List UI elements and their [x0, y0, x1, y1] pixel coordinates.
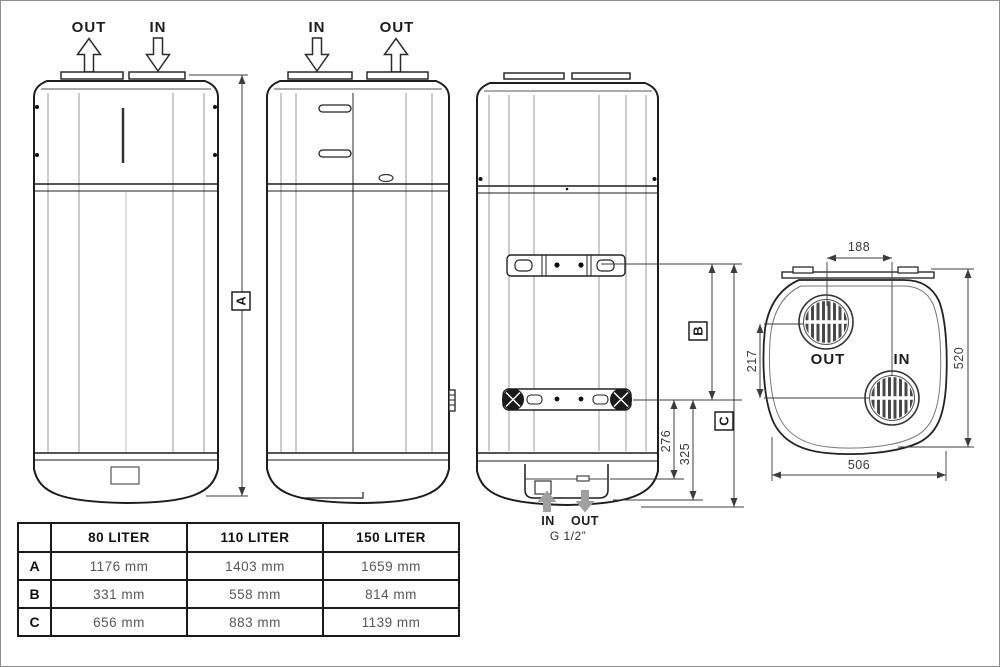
- spec-table: 80 LITER 110 LITER 150 LITER A 1176 mm 1…: [17, 522, 460, 637]
- value-b-80: 331 mm: [50, 579, 188, 609]
- handle-slot: [318, 149, 352, 158]
- bottom-pedestal: [524, 464, 609, 499]
- rear-in-label: IN: [541, 514, 555, 528]
- top-view: OUT IN 188 217 520 506: [745, 240, 974, 481]
- top-cap: [503, 72, 565, 80]
- top-view-dimensions: 188 217 520 506: [745, 240, 974, 481]
- side-out-label: OUT: [380, 19, 415, 36]
- value-c-150: 1139 mm: [322, 607, 460, 637]
- dim-325: 325: [678, 443, 692, 465]
- handle-slot: [318, 104, 352, 113]
- fastener-dots: [478, 177, 657, 191]
- mounting-plate: [781, 271, 935, 279]
- col-header-80-liter: 80 LITER: [50, 522, 188, 553]
- col-header-110-liter: 110 LITER: [186, 522, 324, 553]
- fastener-dots: [35, 105, 217, 157]
- value-c-110: 883 mm: [186, 607, 324, 637]
- top-cap: [128, 71, 186, 80]
- dimension-b-c-group: B C 276 325: [601, 263, 744, 508]
- dim-label-b: B: [691, 326, 706, 335]
- dim-276: 276: [659, 430, 673, 452]
- table-row: A 1176 mm 1403 mm 1659 mm: [17, 551, 460, 581]
- up-arrow-icon: [383, 37, 409, 73]
- top-out-label: OUT: [811, 351, 846, 368]
- up-arrow-icon: [76, 37, 102, 73]
- row-label-a: A: [17, 551, 52, 581]
- front-out-label: OUT: [72, 19, 107, 36]
- top-in-label: IN: [894, 351, 911, 368]
- thread-size-label: G 1/2”: [550, 529, 586, 543]
- panel-seams: [280, 93, 433, 452]
- side-bracket: [448, 389, 456, 412]
- top-cap: [287, 71, 353, 80]
- dim-label-a: A: [234, 296, 249, 306]
- out-grille: [798, 294, 854, 350]
- row-label-b: B: [17, 579, 52, 609]
- side-view: IN OUT: [266, 19, 456, 505]
- col-header-blank: [17, 522, 52, 553]
- dim-520: 520: [952, 347, 966, 369]
- in-grille: [864, 370, 920, 426]
- value-b-150: 814 mm: [322, 579, 460, 609]
- panel-seams: [47, 93, 205, 452]
- gray-up-arrow-icon: [537, 490, 557, 512]
- tank-body-outline: [266, 80, 450, 505]
- value-a-150: 1659 mm: [322, 551, 460, 581]
- sensor-oval: [378, 173, 394, 183]
- row-label-c: C: [17, 607, 52, 637]
- dim-label-c: C: [717, 416, 732, 426]
- value-b-110: 558 mm: [186, 579, 324, 609]
- top-cap: [571, 72, 631, 80]
- front-in-label: IN: [150, 19, 167, 36]
- down-arrow-icon: [304, 37, 330, 73]
- gray-down-arrow-icon: [575, 490, 595, 513]
- tank-body-outline: [476, 82, 659, 507]
- value-a-110: 1403 mm: [186, 551, 324, 581]
- top-cap: [60, 71, 124, 80]
- upper-mounting-bracket: [506, 254, 626, 277]
- value-a-80: 1176 mm: [50, 551, 188, 581]
- front-view: OUT IN: [33, 19, 219, 505]
- rear-out-label: OUT: [571, 514, 599, 528]
- side-in-label: IN: [309, 19, 326, 36]
- top-cap: [366, 71, 429, 80]
- dim-506: 506: [848, 458, 870, 472]
- dim-188: 188: [848, 240, 870, 254]
- base-notch: [301, 492, 364, 499]
- rear-view: IN OUT G 1/2”: [476, 72, 659, 543]
- value-c-80: 656 mm: [50, 607, 188, 637]
- table-header-row: 80 LITER 110 LITER 150 LITER: [17, 522, 460, 553]
- dimension-a: A: [189, 74, 251, 497]
- table-row: B 331 mm 558 mm 814 mm: [17, 579, 460, 609]
- table-row: C 656 mm 883 mm 1139 mm: [17, 607, 460, 637]
- lower-mounting-bracket: [502, 388, 632, 411]
- top-view-outline: [762, 279, 948, 455]
- rating-plate: [110, 466, 140, 485]
- dim-217: 217: [745, 350, 759, 372]
- down-arrow-icon: [145, 37, 171, 73]
- col-header-150-liter: 150 LITER: [322, 522, 460, 553]
